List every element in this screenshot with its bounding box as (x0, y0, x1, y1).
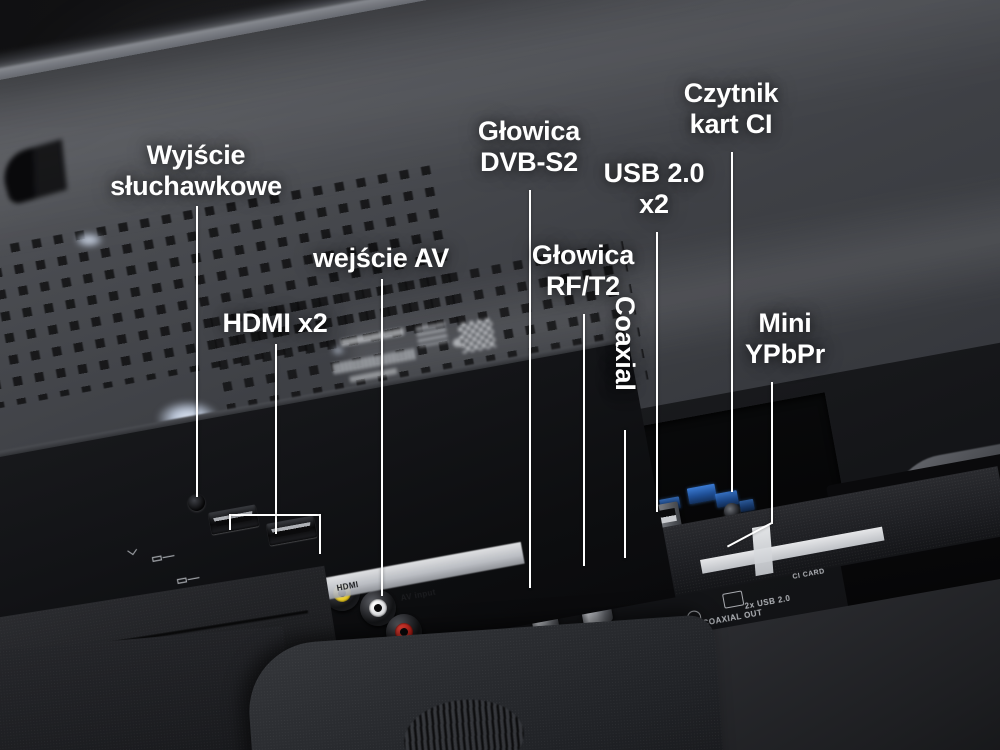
leader-line-hdmi (275, 344, 277, 534)
panel-highlight-dot-b (331, 346, 345, 355)
leader-line-headphone-out (196, 206, 198, 497)
hdmi-bracket-left (229, 514, 231, 530)
leader-line-ci-card (731, 152, 733, 492)
annotation-label-coaxial: Coaxial (610, 296, 640, 391)
leader-line-mini-ypbpr-elbow (726, 522, 772, 548)
leader-line-usb (656, 232, 658, 512)
leader-line-coaxial (624, 430, 626, 558)
hdmi-bracket-top (229, 514, 321, 516)
hdmi-bracket-right (319, 514, 321, 554)
annotation-label-av-in: wejście AV (312, 243, 450, 273)
annotation-label-usb: USB 2.0 x2 (603, 158, 705, 219)
annotation-label-mini-ypbpr: Mini YPbPr (744, 308, 826, 369)
panel-highlight-dot-a (74, 232, 104, 248)
annotation-label-dvb-s2: Głowica DVB-S2 (477, 116, 581, 177)
annotation-label-ci-card: Czytnik kart CI (683, 78, 779, 139)
leader-line-rf-t2 (583, 314, 585, 566)
annotation-label-hdmi: HDMI x2 (222, 308, 328, 338)
leader-line-av-in (381, 279, 383, 596)
annotation-label-headphone-out: Wyjście słuchawkowe (110, 140, 282, 201)
leader-line-dvb-s2 (529, 190, 531, 588)
annotation-label-rf-t2: Głowica RF/T2 (531, 240, 635, 301)
leader-line-mini-ypbpr (771, 382, 773, 524)
